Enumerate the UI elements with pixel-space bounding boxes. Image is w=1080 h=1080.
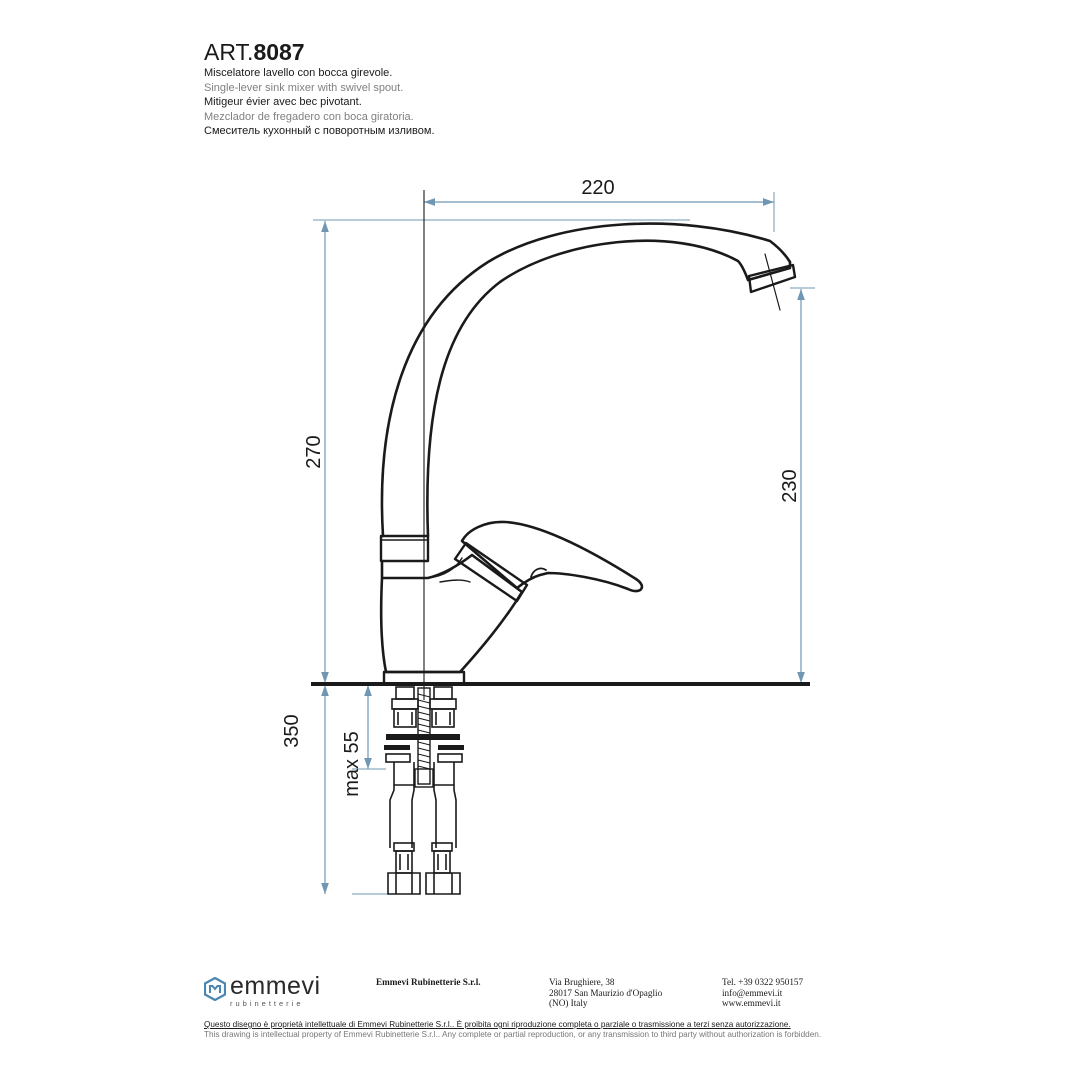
dim-label-max55: max 55 bbox=[341, 731, 363, 797]
under-deck-assembly bbox=[384, 686, 464, 895]
description-en: Single-lever sink mixer with swivel spou… bbox=[204, 81, 404, 94]
company-name: Emmevi Rubinetterie S.r.l. bbox=[376, 977, 481, 987]
contact-email[interactable]: info@emmevi.it bbox=[722, 987, 783, 998]
contact-website[interactable]: www.emmevi.it bbox=[722, 998, 781, 1009]
description-it: Miscelatore lavello con bocca girevole. bbox=[204, 67, 393, 79]
faucet-outline bbox=[379, 222, 797, 686]
brand-name: emmevi bbox=[230, 972, 321, 1000]
company-address: Via Brughiere, 38 28017 San Maurizio d'O… bbox=[549, 977, 662, 1009]
cartridge-collar bbox=[453, 541, 529, 603]
hose-left bbox=[389, 762, 415, 848]
company-logo: emmevi rubinetterie bbox=[204, 974, 321, 1008]
dim-label-270: 270 bbox=[303, 435, 325, 468]
dim-label-220: 220 bbox=[581, 177, 614, 199]
legal-notice: Questo disegno è proprietà intellettuale… bbox=[204, 1020, 821, 1039]
company-contacts: Tel. +39 0322 950157 info@emmevi.it www.… bbox=[722, 977, 803, 1009]
extension-lines bbox=[313, 192, 815, 895]
description-es: Mezclador de fregadero con boca giratori… bbox=[204, 110, 414, 123]
emmevi-logo-icon bbox=[204, 977, 226, 1001]
lever bbox=[460, 520, 644, 593]
brand-subtitle: rubinetterie bbox=[230, 999, 304, 1008]
dim-label-350: 350 bbox=[281, 714, 303, 747]
spout bbox=[380, 222, 792, 538]
description-fr: Mitigeur évier avec bec pivotant. bbox=[204, 96, 362, 109]
header: ART.8087 Miscelatore lavello con bocca g… bbox=[204, 38, 435, 139]
address-line-country: (NO) Italy bbox=[549, 998, 588, 1009]
article-code: ART.8087 bbox=[204, 38, 435, 66]
address-line-city: 28017 San Maurizio d'Opaglio bbox=[549, 987, 663, 998]
aerator bbox=[747, 263, 797, 294]
swivel-ring bbox=[379, 534, 430, 563]
dim-label-230: 230 bbox=[779, 469, 801, 502]
address-line-street: Via Brughiere, 38 bbox=[549, 977, 615, 987]
description-ru: Смеситель кухонный с поворотным изливом. bbox=[204, 125, 435, 138]
article-prefix: ART. bbox=[204, 39, 254, 65]
mixer-body bbox=[379, 553, 524, 674]
fixing-plate bbox=[386, 734, 460, 740]
legal-notice-en: This drawing is intellectual property of… bbox=[204, 1029, 822, 1039]
article-number: 8087 bbox=[253, 39, 305, 65]
hose-right bbox=[433, 762, 457, 848]
legal-notice-it: Questo disegno è proprietà intellettuale… bbox=[204, 1020, 791, 1029]
contact-phone: Tel. +39 0322 950157 bbox=[722, 977, 804, 987]
